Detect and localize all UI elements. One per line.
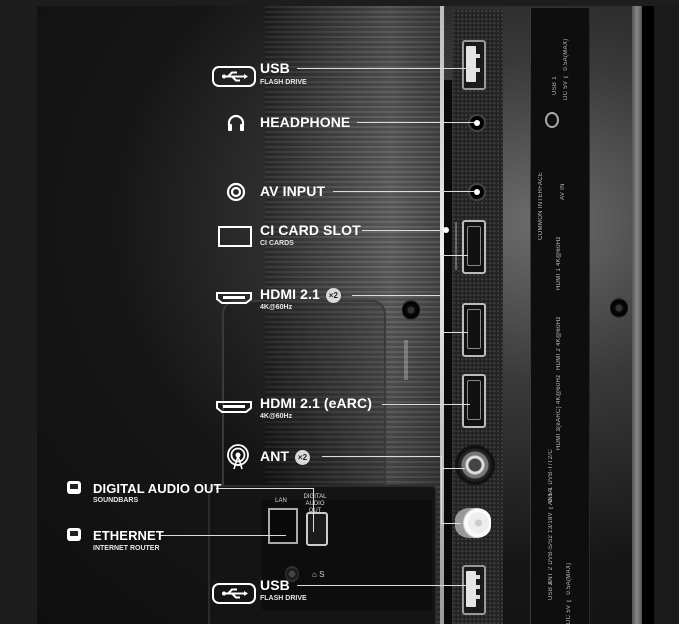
leader-line-hdmi [352, 295, 440, 296]
hdmi-port-1[interactable] [462, 220, 486, 274]
digital-audio-port-icon [67, 481, 81, 494]
usb-icon [212, 583, 256, 604]
headphone-jack[interactable] [468, 114, 486, 132]
ethernet-port-icon [67, 528, 81, 541]
hdmi-port-2[interactable] [462, 303, 486, 357]
usb-bottom-title: USB [260, 577, 290, 593]
lan-label: LAN [275, 498, 287, 504]
av-input-jack[interactable] [468, 183, 486, 201]
ci-card-title: CI CARD SLOT [260, 222, 361, 238]
frame-gap [642, 6, 654, 624]
side-label-strip [530, 8, 590, 624]
headphone-title: HEADPHONE [260, 114, 351, 130]
leader-line-headphone [357, 122, 474, 123]
side-label-usb2-rating: DC 5V ⎓ 0.5A(MAX) [566, 562, 572, 624]
leader-line-hdmi-earc [382, 404, 470, 405]
frame-edge [654, 6, 679, 624]
power-s-marking: ⌂ S [312, 570, 324, 579]
usb-port-1[interactable] [462, 40, 486, 90]
leader-line-usb-bottom [297, 585, 467, 586]
leader-bracket-ant [441, 456, 442, 524]
leader-drop-digital-audio [313, 488, 314, 532]
power-s-label: S [319, 570, 325, 579]
antenna-port-2[interactable] [455, 508, 491, 538]
ci-card-subtitle: CI CARDS [260, 240, 294, 247]
hdmi-earc-subtitle: 4K@60Hz [260, 413, 293, 420]
arrow-marking [404, 340, 408, 380]
usb-icon [212, 66, 256, 87]
leader-bracket-hdmi [440, 255, 441, 332]
side-label-hdmi1: HDMI 1 4K@60Hz [556, 236, 562, 290]
leader-line-usb-top [297, 68, 471, 69]
leader-line-ethernet [160, 535, 286, 536]
side-label-usb1: USB 1 [552, 76, 558, 95]
ant-title-text: ANT [260, 448, 290, 464]
digital-audio-subtitle: SOUNDBARS [93, 497, 139, 504]
side-label-hdmi2: HDMI 2 4K@60Hz [556, 316, 562, 370]
headphone-symbol-icon [545, 112, 559, 128]
screw-icon [610, 297, 628, 319]
usb-top-subtitle: FLASH DRIVE [260, 79, 307, 86]
leader-bracket-hdmi-top [440, 255, 468, 256]
leader-line-digital-audio [216, 488, 314, 489]
hdmi-subtitle: 4K@60Hz [260, 304, 293, 311]
side-label-hdmi3: HDMI 3(eARC) 4K@60Hz [556, 374, 562, 450]
frame-rail [632, 6, 642, 624]
side-label-common-interface: COMMON INTERFACE [538, 171, 544, 240]
leader-line-ant [322, 456, 442, 457]
hdmi-icon [215, 291, 253, 310]
antenna-icon [226, 444, 250, 475]
leader-dot-ci-card [443, 227, 449, 233]
card-slot-icon [218, 226, 252, 247]
hdmi-title-text: HDMI 2.1 [260, 286, 320, 302]
optical-audio-port[interactable] [306, 512, 328, 546]
screw-icon [402, 299, 420, 321]
side-label-usb1-rating: DC 5V ⎓ 0.5A(MAX) [563, 38, 569, 100]
leader-bracket-ant-bottom [441, 523, 461, 524]
ant-title: ANT ×2 [260, 448, 311, 465]
side-label-usb2: USB 2 [548, 581, 554, 600]
side-label-av-in: AV IN [560, 183, 566, 200]
hdmi-count-badge: ×2 [325, 287, 341, 303]
leader-bracket-hdmi-bottom [440, 332, 468, 333]
usb-port-2[interactable] [462, 565, 486, 615]
av-input-icon [226, 182, 246, 207]
leader-line-av-input [333, 191, 474, 192]
hdmi-earc-title: HDMI 2.1 (eARC) [260, 395, 372, 411]
av-input-title: AV INPUT [260, 183, 326, 199]
antenna-port-1[interactable] [455, 445, 495, 485]
ethernet-title: ETHERNET [93, 528, 164, 543]
leader-bracket-ant-top [441, 468, 465, 469]
hdmi-title: HDMI 2.1 ×2 [260, 287, 341, 303]
headphone-icon [226, 113, 246, 138]
panel-edge-highlight [440, 6, 444, 624]
hdmi-port-3-earc[interactable] [462, 374, 486, 428]
usb-top-title: USB [260, 60, 290, 76]
digital-audio-out-label: DIGITAL AUDIO OUT [303, 494, 327, 514]
leader-line-ci-card [362, 230, 446, 231]
usb-bottom-subtitle: FLASH DRIVE [260, 595, 307, 602]
ant-count-badge: ×2 [295, 449, 311, 465]
ethernet-port[interactable] [268, 508, 298, 544]
ethernet-subtitle: INTERNET ROUTER [93, 545, 160, 552]
power-jack[interactable] [285, 566, 299, 582]
ci-card-slot[interactable] [455, 222, 465, 270]
digital-audio-title: DIGITAL AUDIO OUT [93, 481, 222, 496]
hdmi-earc-icon [215, 400, 253, 419]
power-symbol-icon: ⌂ [312, 570, 320, 579]
